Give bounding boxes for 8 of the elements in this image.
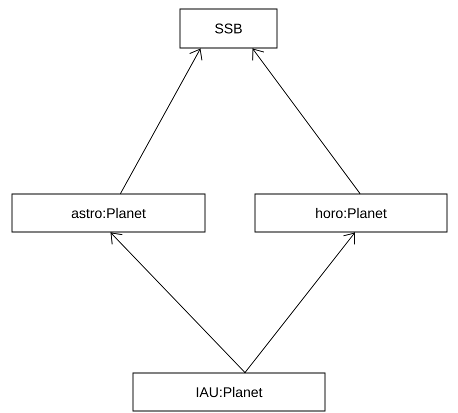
class-box: horo:Planet (254, 194, 448, 232)
arrow (252, 48, 360, 194)
arrow (120, 48, 202, 194)
arrow (110, 232, 246, 373)
arrow (244, 232, 355, 373)
class-box: IAU:Planet (132, 372, 326, 412)
class-box: SSB (180, 8, 278, 48)
class-box: astro:Planet (12, 194, 206, 232)
